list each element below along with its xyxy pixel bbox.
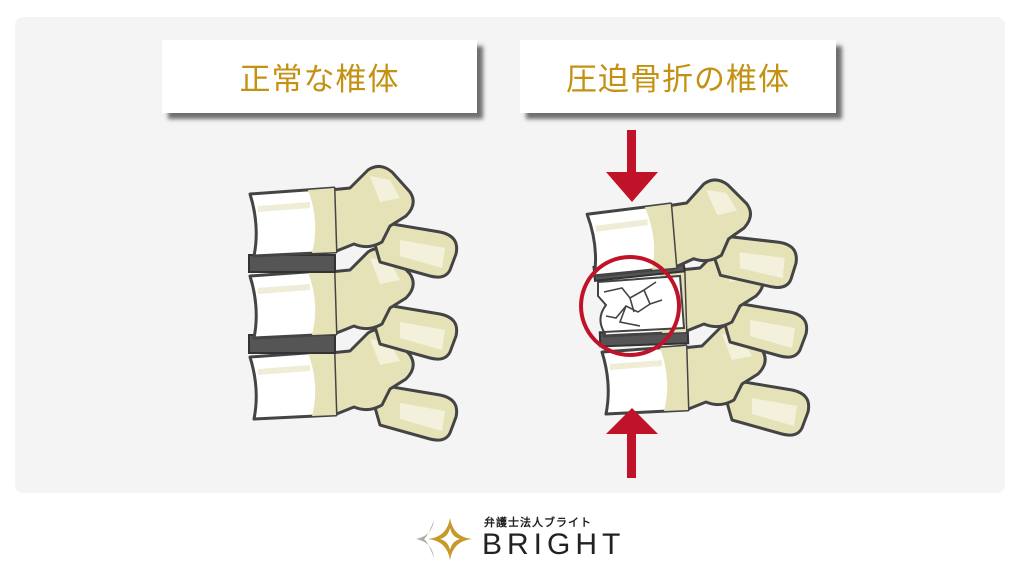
compression-arrow-down-icon [606, 130, 658, 202]
fracture-vertebra-title: 圧迫骨折の椎体 [566, 62, 790, 98]
fracture-vertebra-title-card: 圧迫骨折の椎体 [520, 40, 836, 113]
logo-brand: BRIGHT [482, 528, 626, 561]
fracture-highlight-circle [579, 255, 681, 357]
normal-spine [248, 164, 459, 442]
fracture-cracks [603, 281, 663, 327]
bright-logo: 弁護士法人ブライト BRIGHT [414, 512, 624, 564]
normal-vertebra-title: 正常な椎体 [239, 62, 400, 98]
logo-subtitle: 弁護士法人ブライト [484, 516, 592, 529]
disc-upper [248, 254, 336, 273]
compression-arrow-up-icon [606, 408, 658, 478]
normal-vertebra-title-card: 正常な椎体 [162, 40, 477, 113]
fractured-spine [579, 130, 811, 478]
diamond-logo-icon [416, 518, 472, 560]
